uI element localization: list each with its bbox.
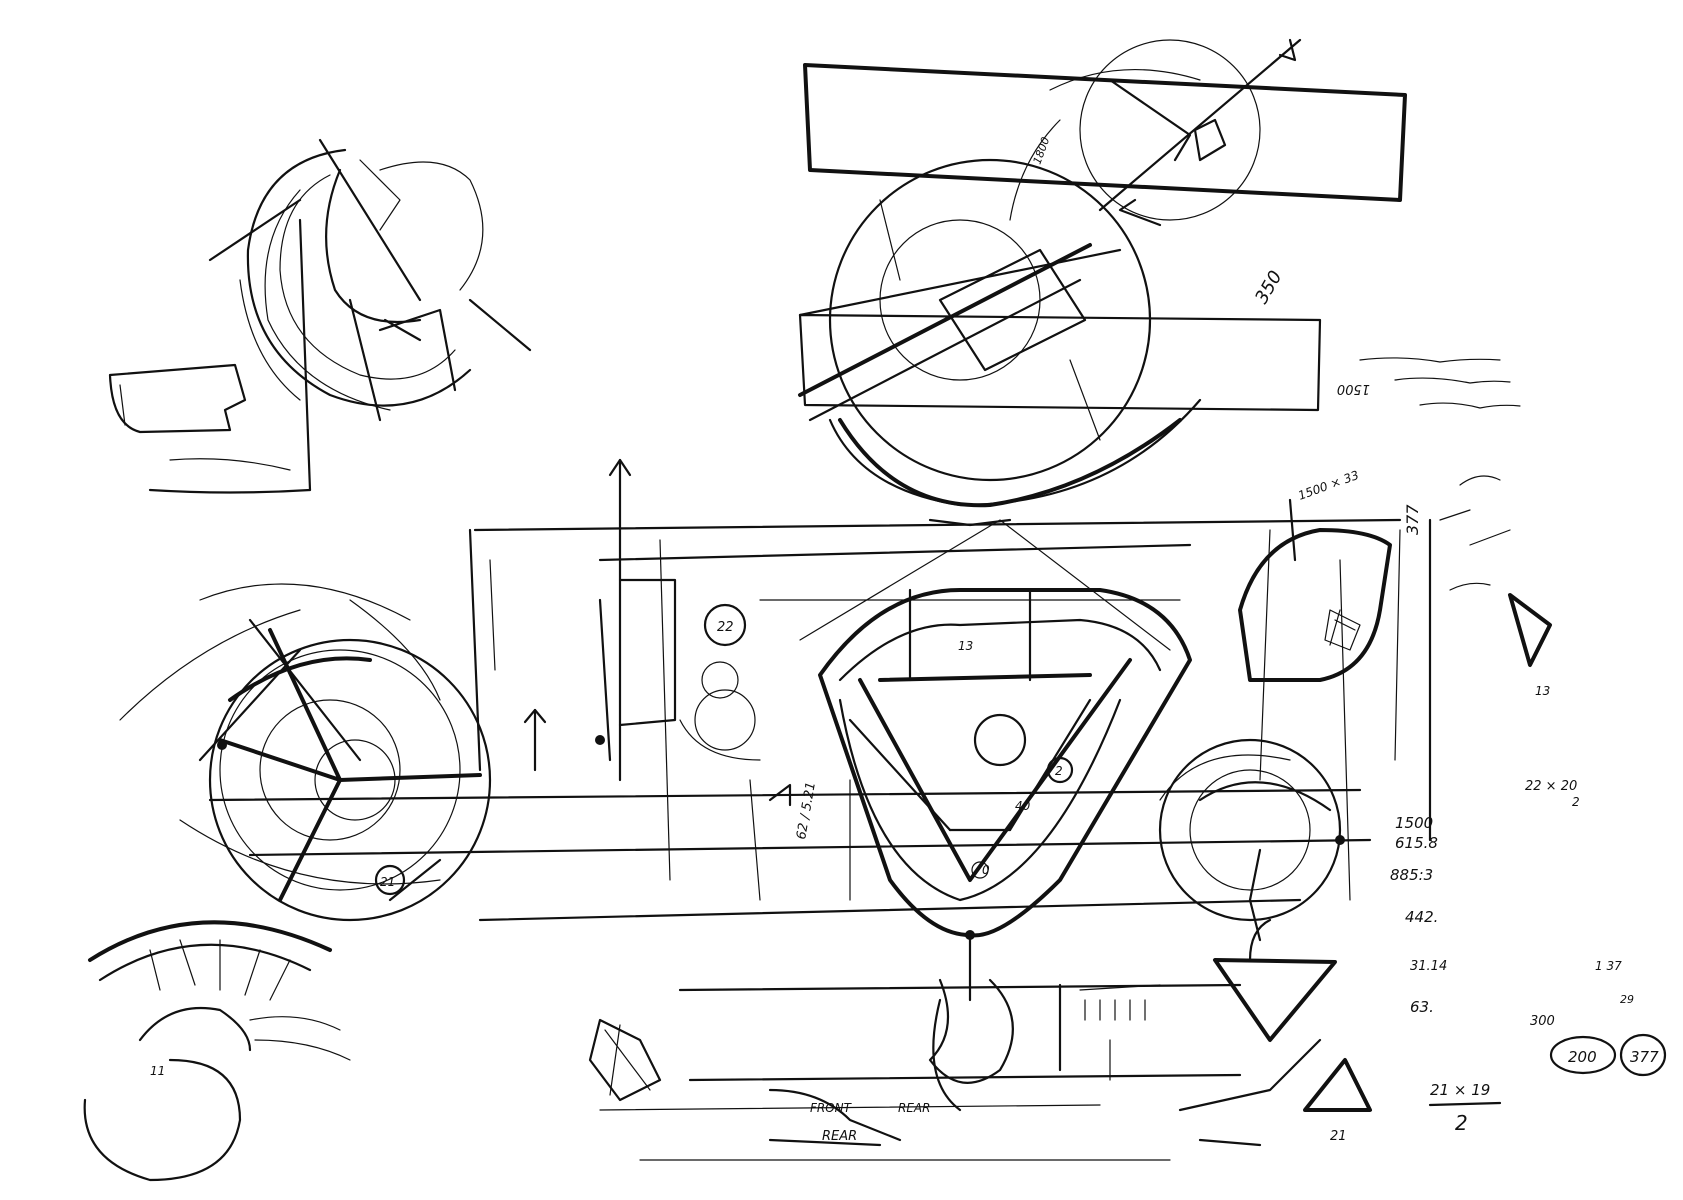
main-elevation-band	[208, 518, 1432, 1161]
note-22x20: 22 × 20	[1525, 779, 1577, 794]
label-40: 40	[1015, 799, 1031, 813]
label-62-521: 62 / 5.21	[794, 781, 819, 841]
bottom-center-detail	[588, 978, 1322, 1147]
label-377: 377	[1403, 504, 1422, 535]
bottom-left-arc	[83, 920, 351, 1182]
label-rear: REAR	[898, 1101, 930, 1115]
center-triangle-form	[759, 518, 1192, 1002]
circle-22-label: 22	[717, 620, 734, 635]
note-29: 29	[1620, 993, 1634, 1006]
circled-number-200	[1549, 1035, 1617, 1075]
label-11: 11	[150, 1064, 165, 1078]
note-300: 300	[1530, 1014, 1555, 1029]
small-rectangle-left	[108, 363, 247, 434]
right-wheel-cluster	[1158, 528, 1392, 942]
upside-down-equations	[1359, 357, 1521, 591]
left-wheel-cluster	[119, 583, 605, 922]
note-1500: 1500	[1395, 814, 1433, 832]
center-left-circles	[618, 578, 761, 761]
note-615: 615.8	[1395, 834, 1438, 852]
label-front: FRONT	[810, 1101, 853, 1115]
circled-number-377	[1619, 1033, 1667, 1077]
circle-2-label: 2	[1055, 764, 1063, 778]
label-350: 350	[1251, 267, 1286, 307]
note-22x20-div: 2	[1572, 795, 1580, 809]
note-885: 885:3	[1390, 866, 1433, 884]
note-137: 1 37	[1595, 959, 1622, 973]
note-3114: 31.14	[1410, 959, 1447, 974]
top-left-spiral-sketch	[148, 138, 532, 494]
note-442: 442.	[1405, 908, 1438, 926]
circled-377-label: 377	[1630, 1048, 1659, 1066]
note-21x19-div: 2	[1455, 1111, 1468, 1135]
label-rear-2: REAR	[822, 1129, 857, 1144]
top-center-circle-diagram	[798, 38, 1407, 508]
label-1800: 1800	[1031, 135, 1053, 166]
label-13: 13	[1535, 684, 1550, 698]
circle-21-label: 21	[380, 875, 395, 889]
label-0: 0	[982, 863, 990, 877]
note-63: 63.	[1410, 998, 1434, 1016]
note-1500x33: 1500 × 33	[1296, 468, 1360, 503]
direction-arrows	[523, 458, 1297, 807]
label-13-panel: 13	[958, 639, 973, 653]
circled-200-label: 200	[1568, 1048, 1597, 1066]
note-21x19: 21 × 19	[1430, 1081, 1490, 1099]
label-21-bottom: 21	[1330, 1129, 1347, 1144]
label-1500-top: 1500	[1337, 381, 1370, 396]
funnel-shape	[1213, 593, 1552, 1112]
